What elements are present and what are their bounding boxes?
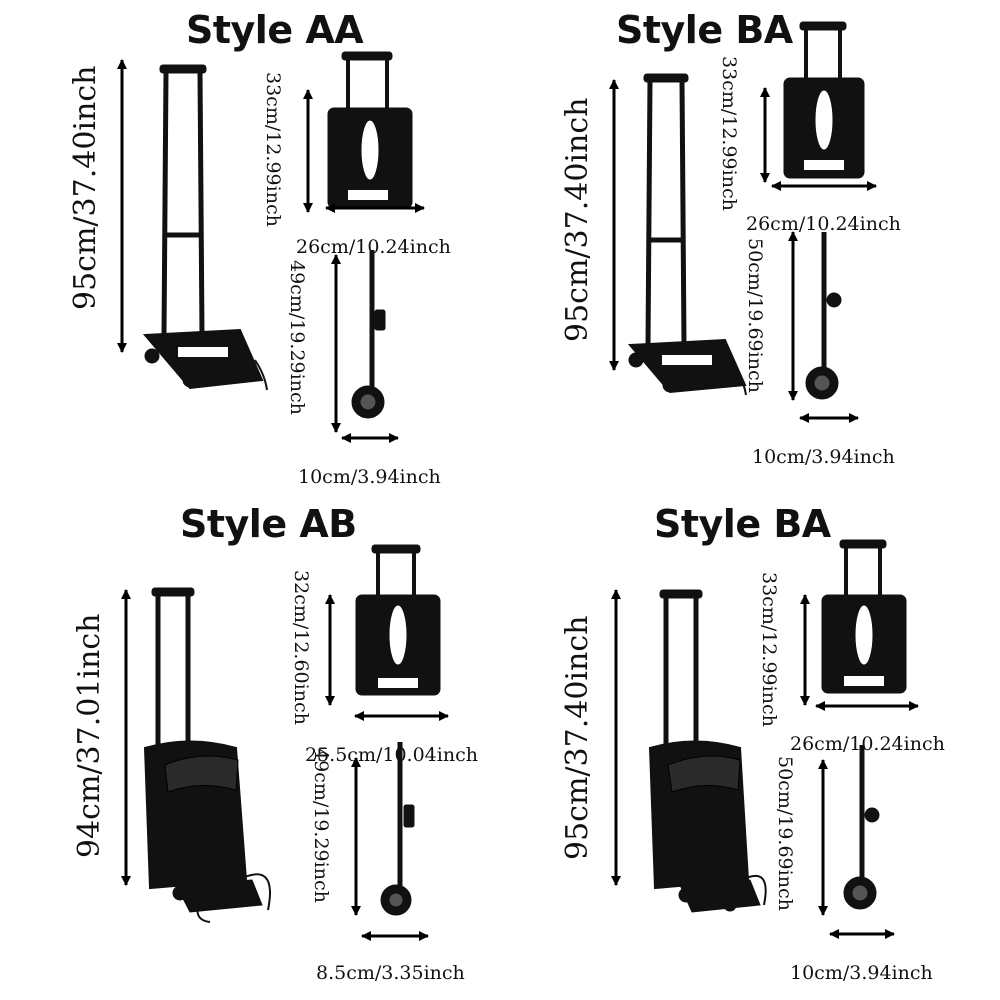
side-height-label: 50cm/19.69inch — [744, 238, 766, 393]
total-height-label: 95cm/37.40inch — [560, 97, 595, 342]
trolley-folded-front — [783, 21, 865, 179]
panel-ba-top-graphics — [609, 21, 877, 423]
panel-ab-graphics — [121, 544, 449, 941]
folded-height-label: 33cm/12.99inch — [758, 572, 780, 727]
trolley-folded-front — [355, 544, 441, 696]
side-depth-label: 10cm/3.94inch — [790, 962, 933, 984]
side-depth-label: 10cm/3.94inch — [752, 446, 895, 468]
side-height-label: 49cm/19.29inch — [310, 748, 332, 903]
folded-width-label: 25.5cm/10.04inch — [305, 744, 478, 766]
side-depth-label: 10cm/3.94inch — [298, 466, 441, 488]
trolley-extended — [627, 73, 747, 396]
panel-title-style-ab: Style AB — [180, 502, 357, 546]
trolley-side-view — [380, 742, 415, 916]
trolley-side-view — [351, 250, 386, 419]
trolley-side-view — [805, 232, 842, 400]
panel-title-style-ba-2: Style BA — [654, 502, 831, 546]
trolley-with-bag — [143, 587, 271, 923]
side-depth-label: 8.5cm/3.35inch — [316, 962, 465, 984]
side-height-label: 49cm/19.29inch — [286, 260, 308, 415]
trolley-folded-front — [327, 51, 413, 209]
side-height-label: 50cm/19.69inch — [774, 756, 796, 911]
total-height-label: 94cm/37.01inch — [72, 613, 107, 858]
total-height-label: 95cm/37.40inch — [68, 65, 103, 310]
trolley-folded-front — [821, 539, 907, 694]
folded-width-label: 26cm/10.24inch — [746, 213, 901, 235]
panel-title-style-ba: Style BA — [616, 8, 793, 52]
total-height-label: 95cm/37.40inch — [560, 615, 595, 860]
folded-height-label: 33cm/12.99inch — [718, 56, 740, 211]
panel-ba-bottom-graphics — [611, 539, 919, 939]
trolley-extended — [142, 64, 268, 391]
folded-width-label: 26cm/10.24inch — [296, 236, 451, 258]
panel-aa-graphics — [117, 51, 425, 443]
panel-title-style-aa: Style AA — [186, 8, 364, 52]
folded-height-label: 32cm/12.60inch — [290, 570, 312, 725]
trolley-with-bag — [648, 589, 767, 913]
folded-height-label: 33cm/12.99inch — [262, 72, 284, 227]
folded-width-label: 26cm/10.24inch — [790, 733, 945, 755]
trolley-side-view — [843, 745, 880, 910]
